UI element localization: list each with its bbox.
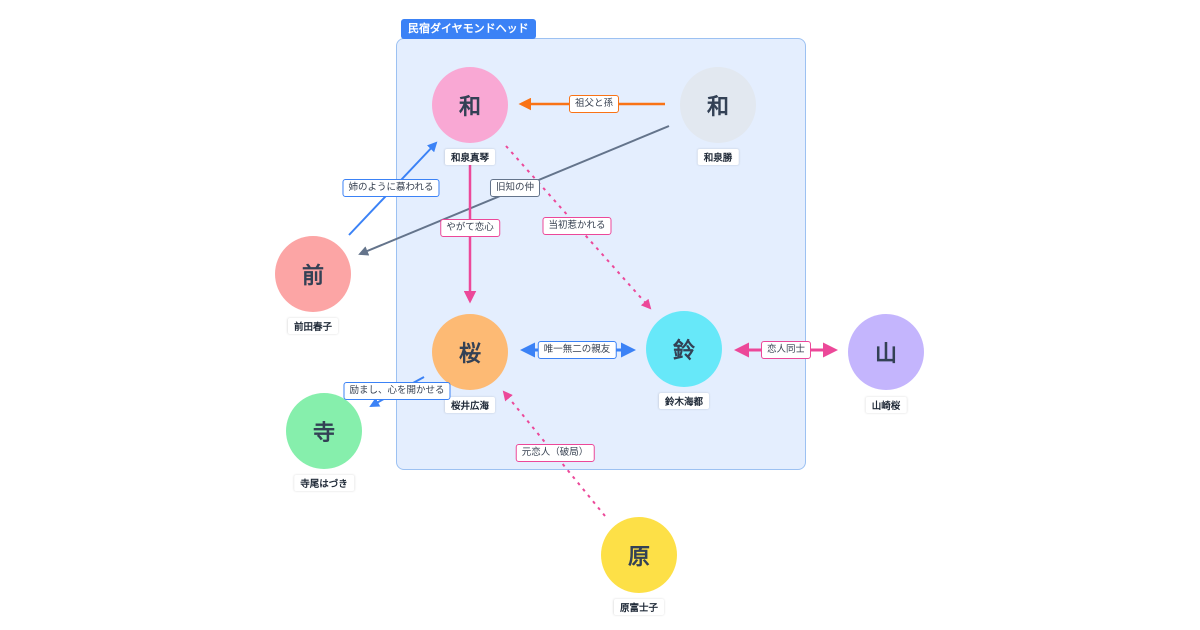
- edge-label-encourages: 励まし、心を開かせる: [343, 382, 451, 400]
- group-title: 民宿ダイヤモンドヘッド: [401, 19, 536, 39]
- node-label-izumi-makoto: 和泉真琴: [444, 149, 496, 165]
- node-label-hara-fujiko: 原富士子: [613, 599, 665, 615]
- node-label-sakurai-hiromi: 桜井広海: [444, 397, 496, 413]
- node-circle-sakurai-hiromi[interactable]: 桜: [432, 314, 508, 390]
- edge-label-initially-attracted: 当初惹かれる: [542, 217, 612, 235]
- edge-label-lovers: 恋人同士: [760, 341, 812, 359]
- node-circle-terao-hazuki[interactable]: 寺: [286, 393, 362, 469]
- node-circle-izumi-makoto[interactable]: 和: [432, 67, 508, 143]
- node-label-izumi-masaru: 和泉勝: [697, 149, 739, 165]
- edge-label-old-acquaintances: 旧知の仲: [489, 179, 541, 197]
- edge-label-eventually-love: やがて恋心: [440, 219, 500, 237]
- edge-label-admired-like-sister: 姉のように慕われる: [342, 179, 440, 197]
- edge-label-grandfather-grandchild: 祖父と孫: [568, 95, 620, 113]
- edge-label-best-friends: 唯一無二の親友: [537, 341, 617, 359]
- node-label-terao-hazuki: 寺尾はづき: [294, 475, 354, 491]
- edge-label-ex-lovers: 元恋人（破局）: [515, 444, 595, 462]
- node-circle-hara-fujiko[interactable]: 原: [601, 517, 677, 593]
- node-circle-maeda-haruko[interactable]: 前: [275, 236, 351, 312]
- node-label-suzuki-kaito: 鈴木海都: [658, 393, 710, 409]
- node-label-yamazaki-sakura: 山崎桜: [865, 397, 907, 413]
- node-circle-izumi-masaru[interactable]: 和: [680, 67, 756, 143]
- node-label-maeda-haruko: 前田春子: [287, 318, 339, 334]
- node-circle-suzuki-kaito[interactable]: 鈴: [646, 311, 722, 387]
- node-circle-yamazaki-sakura[interactable]: 山: [848, 314, 924, 390]
- edge-ex-lovers: [502, 390, 606, 517]
